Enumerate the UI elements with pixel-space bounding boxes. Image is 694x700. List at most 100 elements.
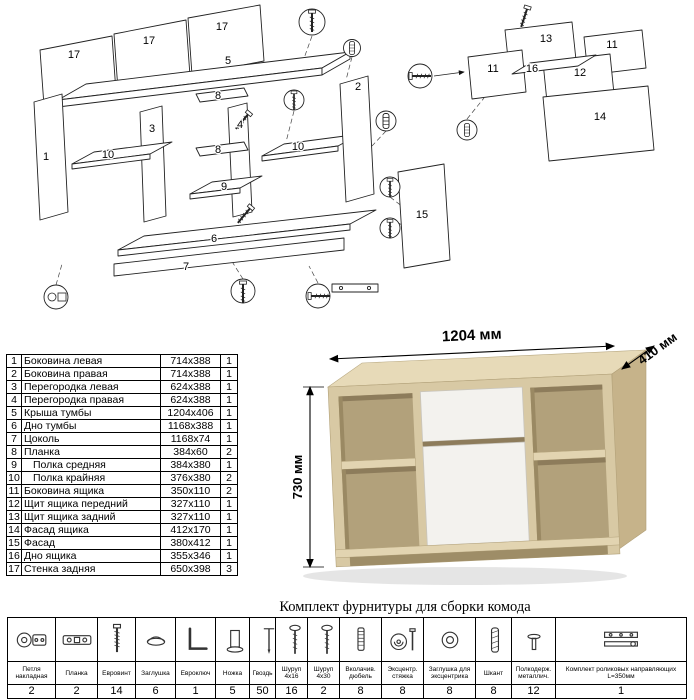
part-number: 4 [6,393,22,407]
floating-screw [516,3,533,29]
part-name: Планка [21,445,161,459]
part-name: Цоколь [21,432,161,446]
drawer-side-11-left [467,49,527,100]
part-number: 6 [6,419,22,433]
part-number: 16 [6,549,22,563]
hardware-name: Планка [55,661,98,685]
hardware-callouts [43,3,533,310]
callout-hinge [43,284,69,310]
hardware-qty: 2 [307,684,340,699]
part-size: 327x110 [160,497,221,511]
wood-dowel-icon [475,617,512,662]
part-qty: 1 [220,380,238,394]
part-number-label: 17 [68,49,80,61]
part-name: Боковина ящика [21,484,161,498]
hardware-name: Шкант [475,661,512,685]
drawer-door-gap [422,437,525,447]
hardware-qty: 14 [97,684,136,699]
part-name: Щит ящика задний [21,510,161,524]
part-number: 10 [6,471,22,485]
part-number: 7 [6,432,22,446]
hardware-qty: 8 [339,684,382,699]
part-qty: 1 [220,523,238,537]
hardware-qty: 8 [475,684,512,699]
part-name: Боковина левая [21,354,161,368]
part-number: 2 [6,367,22,381]
part-number-label: 4 [237,119,243,131]
panel-side-right-2 [339,75,375,203]
part-size: 350x110 [160,484,221,498]
part-name: Стенка задняя [21,562,161,576]
part-qty: 1 [220,406,238,420]
depth-dimension-label: 410 мм [635,329,680,367]
part-number-label: 13 [540,33,552,45]
hardware-qty: 1 [555,684,687,699]
mounting-bar-detail [331,283,379,293]
part-number: 13 [6,510,22,524]
hardware-qty: 1 [175,684,216,699]
drawer-front-white [419,386,525,443]
part-size: 714x388 [160,354,221,368]
drawer-bottom-16 [511,54,597,75]
part-number-label: 2 [355,81,361,93]
shelf-support-icon [511,617,556,662]
part-size: 624x388 [160,380,221,394]
part-qty: 1 [220,510,238,524]
part-name: Дно тумбы [21,419,161,433]
part-number: 11 [6,484,22,498]
shelf-front-edge [532,449,606,461]
hardware-qty: 12 [511,684,556,699]
part-size: 412x170 [160,523,221,537]
part-qty: 1 [220,367,238,381]
hardware-qty: 8 [381,684,424,699]
part-qty: 1 [220,419,238,433]
screw-icon [307,617,340,662]
part-qty: 3 [220,562,238,576]
part-size: 384x380 [160,458,221,472]
panel-back-17-c [187,4,265,76]
part-number: 17 [6,562,22,576]
part-number: 5 [6,406,22,420]
planka-8-top [195,87,249,103]
part-qty: 2 [220,484,238,498]
hardware-name: Шуруп 4x30 [307,661,340,685]
part-qty: 1 [220,393,238,407]
shelf-9-middle [189,175,263,200]
part-size: 650x398 [160,562,221,576]
hardware-kit-title: Комплект фурнитуры для сборки комода [279,599,531,615]
part-qty: 1 [220,549,238,563]
part-number-label: 9 [221,181,227,193]
part-number-label: 10 [102,149,114,161]
part-number-label: 11 [487,63,498,75]
hardware-name: Евровинт [97,661,136,685]
hardware-qty: 2 [7,684,56,699]
hardware-qty: 50 [249,684,276,699]
part-number-label: 8 [215,90,221,102]
part-number: 12 [6,497,22,511]
hex-key-icon [175,617,216,662]
part-number-label: 1 [43,151,49,163]
part-size: 624x388 [160,393,221,407]
door-front-white [422,441,530,547]
hardware-qty: 2 [55,684,98,699]
hardware-name: Евроключ [175,661,216,685]
part-name: Щит ящика передний [21,497,161,511]
part-name: Фасад ящика [21,523,161,537]
screw-icon [275,617,308,662]
part-number-label: 5 [225,55,231,67]
confirmat-screw-icon [97,617,136,662]
part-number: 1 [6,354,22,368]
leg-icon [215,617,250,662]
part-name: Дно ящика [21,549,161,563]
mounting-plate-icon [55,617,98,662]
